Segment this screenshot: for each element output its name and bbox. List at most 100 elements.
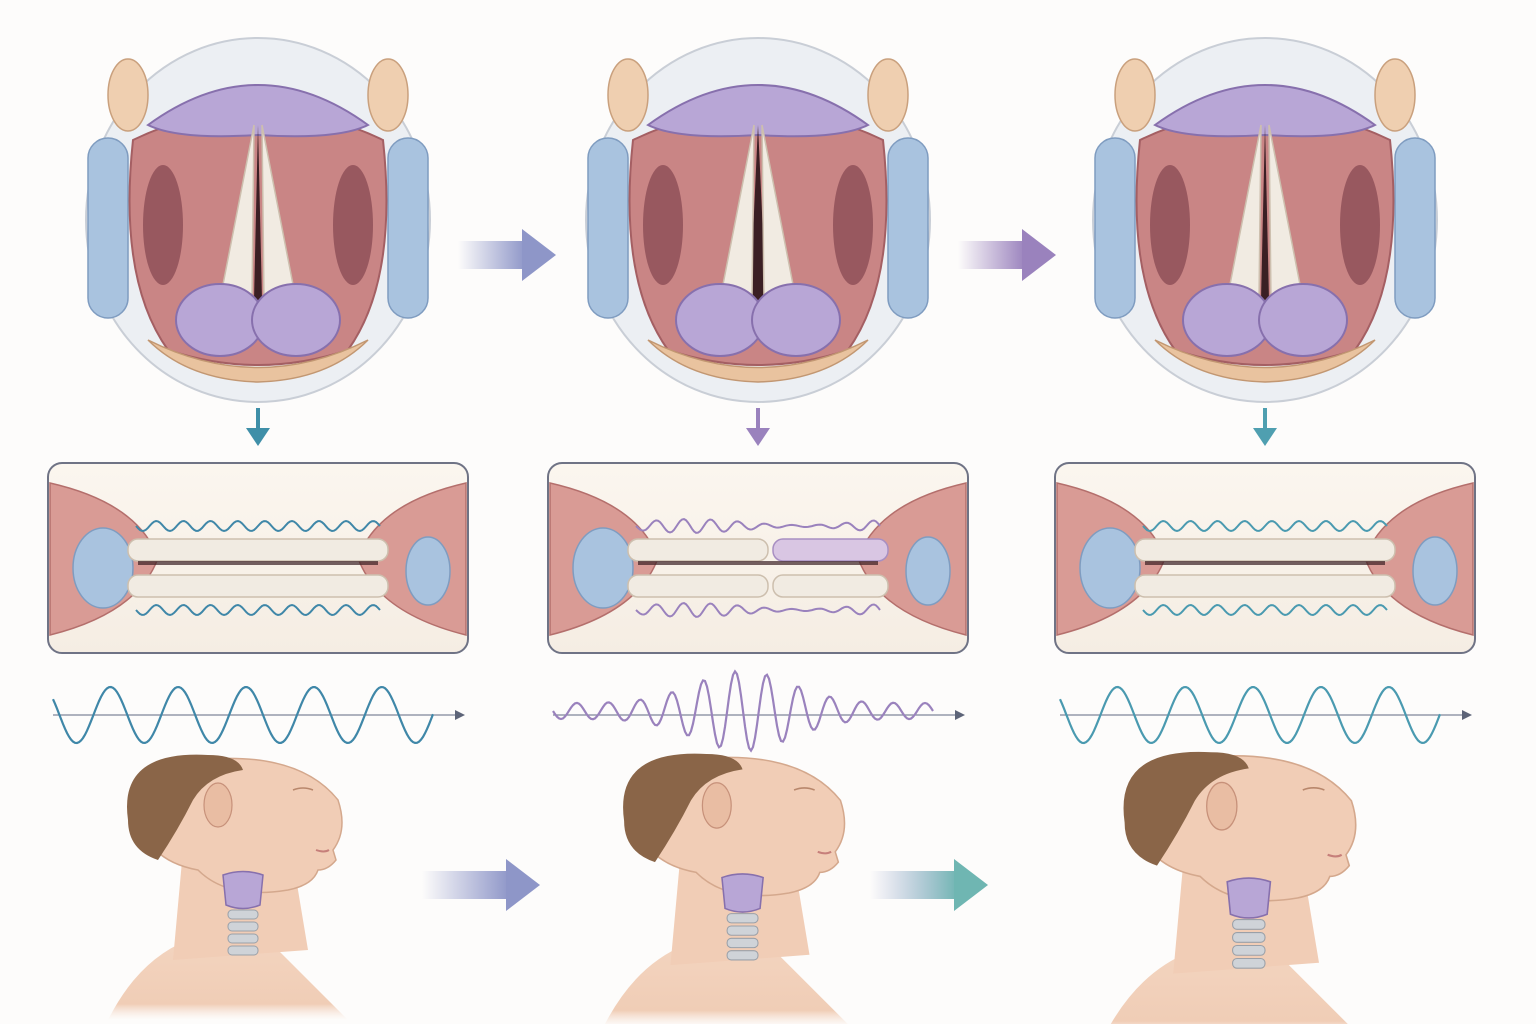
thyroid-cartilage [222, 870, 264, 910]
down-arrow-icon [246, 428, 270, 446]
right-cartilage [905, 536, 951, 606]
left-cartilage [72, 527, 134, 609]
epiglottis [146, 84, 370, 138]
left-arytenoid [675, 283, 765, 357]
right-horn [867, 58, 909, 132]
sound-waveform-2 [552, 669, 965, 753]
right-cartilage [405, 536, 451, 606]
trachea-ring [1232, 919, 1266, 930]
right-ventricle [833, 165, 873, 285]
left-cartilage [87, 137, 129, 319]
glottal-slit [638, 561, 878, 565]
lips [1327, 853, 1343, 858]
eye [1302, 787, 1325, 791]
trachea-ring [227, 921, 259, 932]
upper-fold [1134, 538, 1396, 562]
head-profile-1 [108, 754, 348, 1020]
arrow-shaft [256, 408, 260, 430]
eye [793, 787, 815, 791]
larynx-top-view-1 [85, 37, 431, 403]
down-arrow-2 [746, 408, 770, 446]
vocal-fold-closeup-1 [47, 462, 469, 654]
glottis-gap [750, 125, 766, 300]
left-cartilage [587, 137, 629, 319]
lower-fold-left [627, 574, 769, 598]
vocal-fold-closeup-3 [1054, 462, 1476, 654]
lower-fold [1134, 574, 1396, 598]
shoulders [108, 940, 348, 1020]
trachea-ring [227, 945, 259, 956]
thyroid-cartilage [1226, 877, 1272, 919]
ear [1206, 781, 1238, 831]
axis-arrow-icon [1462, 710, 1472, 720]
lips [315, 849, 330, 853]
epiglottis [1153, 84, 1377, 138]
trachea-ring [726, 937, 759, 949]
hair [623, 753, 743, 863]
lower-fold [127, 574, 389, 598]
upper-vibration-wave [1142, 519, 1388, 533]
trachea-ring [227, 933, 259, 944]
right-arytenoid [1258, 283, 1348, 357]
lower-vibration-wave [1142, 603, 1388, 617]
right-arrow-icon [1022, 229, 1056, 281]
sound-waveform-1 [51, 685, 465, 745]
left-ventricle [1150, 165, 1190, 285]
shoulders [1110, 952, 1348, 1024]
right-horn [1374, 58, 1416, 132]
trachea-ring [726, 925, 759, 936]
shoulders [605, 944, 848, 1024]
arrow-shaft [756, 408, 760, 430]
upper-fold [127, 538, 389, 562]
waveform-icon [1058, 685, 1442, 745]
right-cartilage [387, 137, 429, 319]
hair [127, 754, 243, 860]
left-cartilage [1094, 137, 1136, 319]
glottal-slit [138, 561, 378, 565]
glottis-gap [1261, 125, 1269, 300]
arrow-shaft [458, 241, 526, 269]
ear [701, 782, 732, 829]
trachea-ring [1232, 944, 1266, 956]
right-cartilage [887, 137, 929, 319]
trachea-ring [227, 909, 259, 920]
arrow-shaft [422, 871, 510, 899]
eye [292, 787, 314, 791]
left-arytenoid [1182, 283, 1272, 357]
upper-vibration-wave [635, 518, 881, 534]
down-arrow-3 [1253, 408, 1277, 446]
trachea-ring [1232, 957, 1266, 969]
right-arrow-icon [954, 859, 988, 911]
right-arrow-icon [522, 229, 556, 281]
left-horn [607, 58, 649, 132]
lower-vibration-wave [135, 603, 381, 617]
down-arrow-icon [1253, 428, 1277, 446]
left-ventricle [643, 165, 683, 285]
lower-fold-right [772, 574, 889, 598]
waveform-icon [552, 669, 934, 753]
stage-arrow-1 [458, 229, 556, 281]
down-arrow-icon [746, 428, 770, 446]
growth-arrow-1 [422, 859, 540, 911]
arrow-shaft [870, 871, 958, 899]
ear [203, 782, 233, 828]
down-arrow-1 [246, 408, 270, 446]
head-profile-3 [1110, 751, 1357, 1024]
vocal-fold-closeup-2 [547, 462, 969, 654]
right-arrow-icon [506, 859, 540, 911]
growth-arrow-2 [870, 859, 988, 911]
head-figure [1110, 751, 1357, 1024]
right-arytenoid [751, 283, 841, 357]
axis-arrow-icon [955, 710, 965, 720]
left-cartilage [1079, 527, 1141, 609]
hair [1123, 751, 1249, 866]
upper-fold-left [627, 538, 769, 562]
thyroid-cartilage [721, 873, 764, 913]
right-cartilage [1412, 536, 1458, 606]
larynx-base [647, 339, 869, 383]
glottal-slit [1145, 561, 1385, 565]
epiglottis [646, 84, 870, 138]
right-ventricle [333, 165, 373, 285]
lower-vibration-wave [635, 602, 881, 618]
